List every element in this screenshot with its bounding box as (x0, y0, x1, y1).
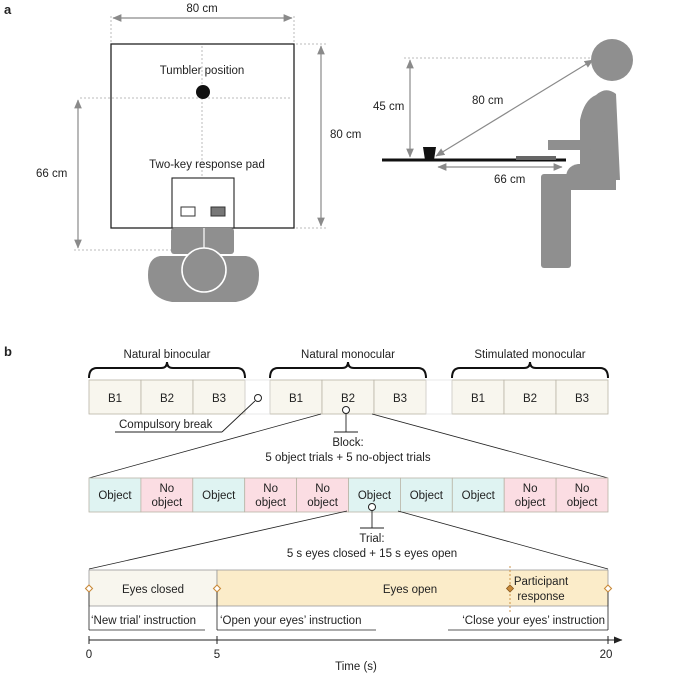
compulsory-break-label: Compulsory break (119, 419, 213, 431)
trial-label-line2: object (515, 497, 546, 509)
side-distance-label: 66 cm (494, 174, 525, 186)
block-cell (451, 379, 505, 415)
tick-0: 0 (86, 649, 92, 661)
trial-row: Object No object Object No object No object Obje… (88, 477, 609, 513)
zoom-line-left (88, 413, 322, 479)
pad-side (516, 156, 556, 160)
compulsory-break: Compulsory break (115, 394, 262, 433)
break-gap (244, 379, 271, 415)
trial-label: Object (358, 490, 392, 502)
trial-label: Object (410, 490, 444, 502)
block-desc-detail: 5 object trials + 5 no-object trials (265, 452, 430, 464)
trial-cell-object (399, 477, 453, 513)
block-label: B2 (341, 393, 355, 405)
participant-label-2: response (517, 591, 564, 603)
person-top-view (148, 228, 259, 302)
tumbler-marker (196, 85, 210, 99)
eyes-open-phase (216, 569, 609, 607)
trial-label-line2: object (567, 497, 598, 509)
diagonal-arrow (435, 59, 594, 157)
group-brace-2 (451, 361, 609, 379)
block-label: B3 (575, 393, 589, 405)
block-cell (140, 379, 194, 415)
block-cell (503, 379, 557, 415)
panel-b-label: b (4, 344, 12, 359)
top-view: 80 cm Tumbler position Two-key response … (36, 3, 361, 302)
side-diagonal-label: 80 cm (472, 95, 503, 107)
block-label: B2 (523, 393, 537, 405)
trial-label: Object (202, 490, 236, 502)
person-side-view (541, 39, 633, 268)
block-label: B1 (108, 393, 122, 405)
trial-label-line1: No (315, 483, 330, 495)
block-desc-title: Block: (332, 437, 363, 449)
trial-label-line1: No (523, 483, 538, 495)
eyes-open-label: Eyes open (383, 584, 437, 596)
block-row: B1 B2 B3 B1 B2 B3 B1 B2 B3 (88, 379, 609, 415)
instruction-close-eyes: ‘Close your eyes’ instruction (462, 615, 605, 627)
instruction-open-eyes: ‘Open your eyes’ instruction (220, 615, 361, 627)
break-gap (425, 379, 453, 415)
block-cell (192, 379, 246, 415)
block-cell (555, 379, 609, 415)
block-cell (373, 379, 427, 415)
trial-desc-title: Trial: (359, 533, 384, 545)
panel-a-label: a (4, 2, 12, 17)
block-label: B3 (212, 393, 226, 405)
block-label: B1 (471, 393, 485, 405)
condition-groups: Natural binocular Natural monocular Stimul… (88, 349, 609, 379)
instruction-new-trial: ‘New trial’ instruction (91, 615, 196, 627)
trial-label-line2: object (255, 497, 286, 509)
trial-cell-noobject (244, 477, 297, 513)
trial-label-line1: No (575, 483, 590, 495)
block-callout: Block: 5 object trials + 5 no-object tri… (265, 406, 431, 464)
trial-label-line1: No (159, 483, 174, 495)
side-view: 45 cm 80 cm 66 cm (373, 39, 633, 268)
top-height-label: 80 cm (330, 129, 361, 141)
block-label: B3 (393, 393, 407, 405)
trial-cell-object (88, 477, 142, 513)
trial-desc-detail: 5 s eyes closed + 15 s eyes open (287, 548, 457, 560)
side-height-label: 45 cm (373, 101, 404, 113)
tick-20: 20 (600, 649, 613, 661)
trial-cell-object (451, 477, 505, 513)
trial-label-line2: object (307, 497, 338, 509)
key-right (210, 206, 226, 217)
trial-label: Object (98, 490, 132, 502)
eyes-closed-label: Eyes closed (122, 584, 184, 596)
group-label-1: Natural monocular (301, 349, 395, 361)
pad-label: Two-key response pad (149, 159, 265, 171)
zoom-line-right-2 (397, 510, 609, 570)
trial-label: Object (462, 490, 496, 502)
tick-5: 5 (214, 649, 220, 661)
block-label: B2 (160, 393, 174, 405)
group-brace-0 (88, 361, 246, 379)
trial-label-line2: object (152, 497, 183, 509)
group-label-0: Natural binocular (124, 349, 211, 361)
trial-cell-noobject (503, 477, 557, 513)
key-left (180, 206, 196, 217)
tumbler-label: Tumbler position (160, 65, 245, 77)
group-label-2: Stimulated monocular (474, 349, 585, 361)
trial-cell-noobject (140, 477, 194, 513)
group-brace-1 (269, 361, 427, 379)
tumbler-side (423, 147, 436, 160)
top-width-label: 80 cm (186, 3, 217, 15)
trial-label-line1: No (263, 483, 278, 495)
participant-label-1: Participant (514, 576, 569, 588)
trial-cell-noobject (555, 477, 609, 513)
response-pad (171, 177, 235, 229)
trial-callout: Trial: 5 s eyes closed + 15 s eyes open (287, 503, 457, 560)
trial-timeline: Eyes closed Eyes open Participant respon… (84, 566, 623, 673)
zoom-line-left-2 (88, 510, 348, 570)
block-label: B1 (289, 393, 303, 405)
time-axis-label: Time (s) (335, 661, 377, 673)
top-distance-label: 66 cm (36, 168, 67, 180)
trial-cell-noobject (296, 477, 349, 513)
zoom-line-right (371, 413, 609, 479)
marker-response (505, 584, 515, 593)
